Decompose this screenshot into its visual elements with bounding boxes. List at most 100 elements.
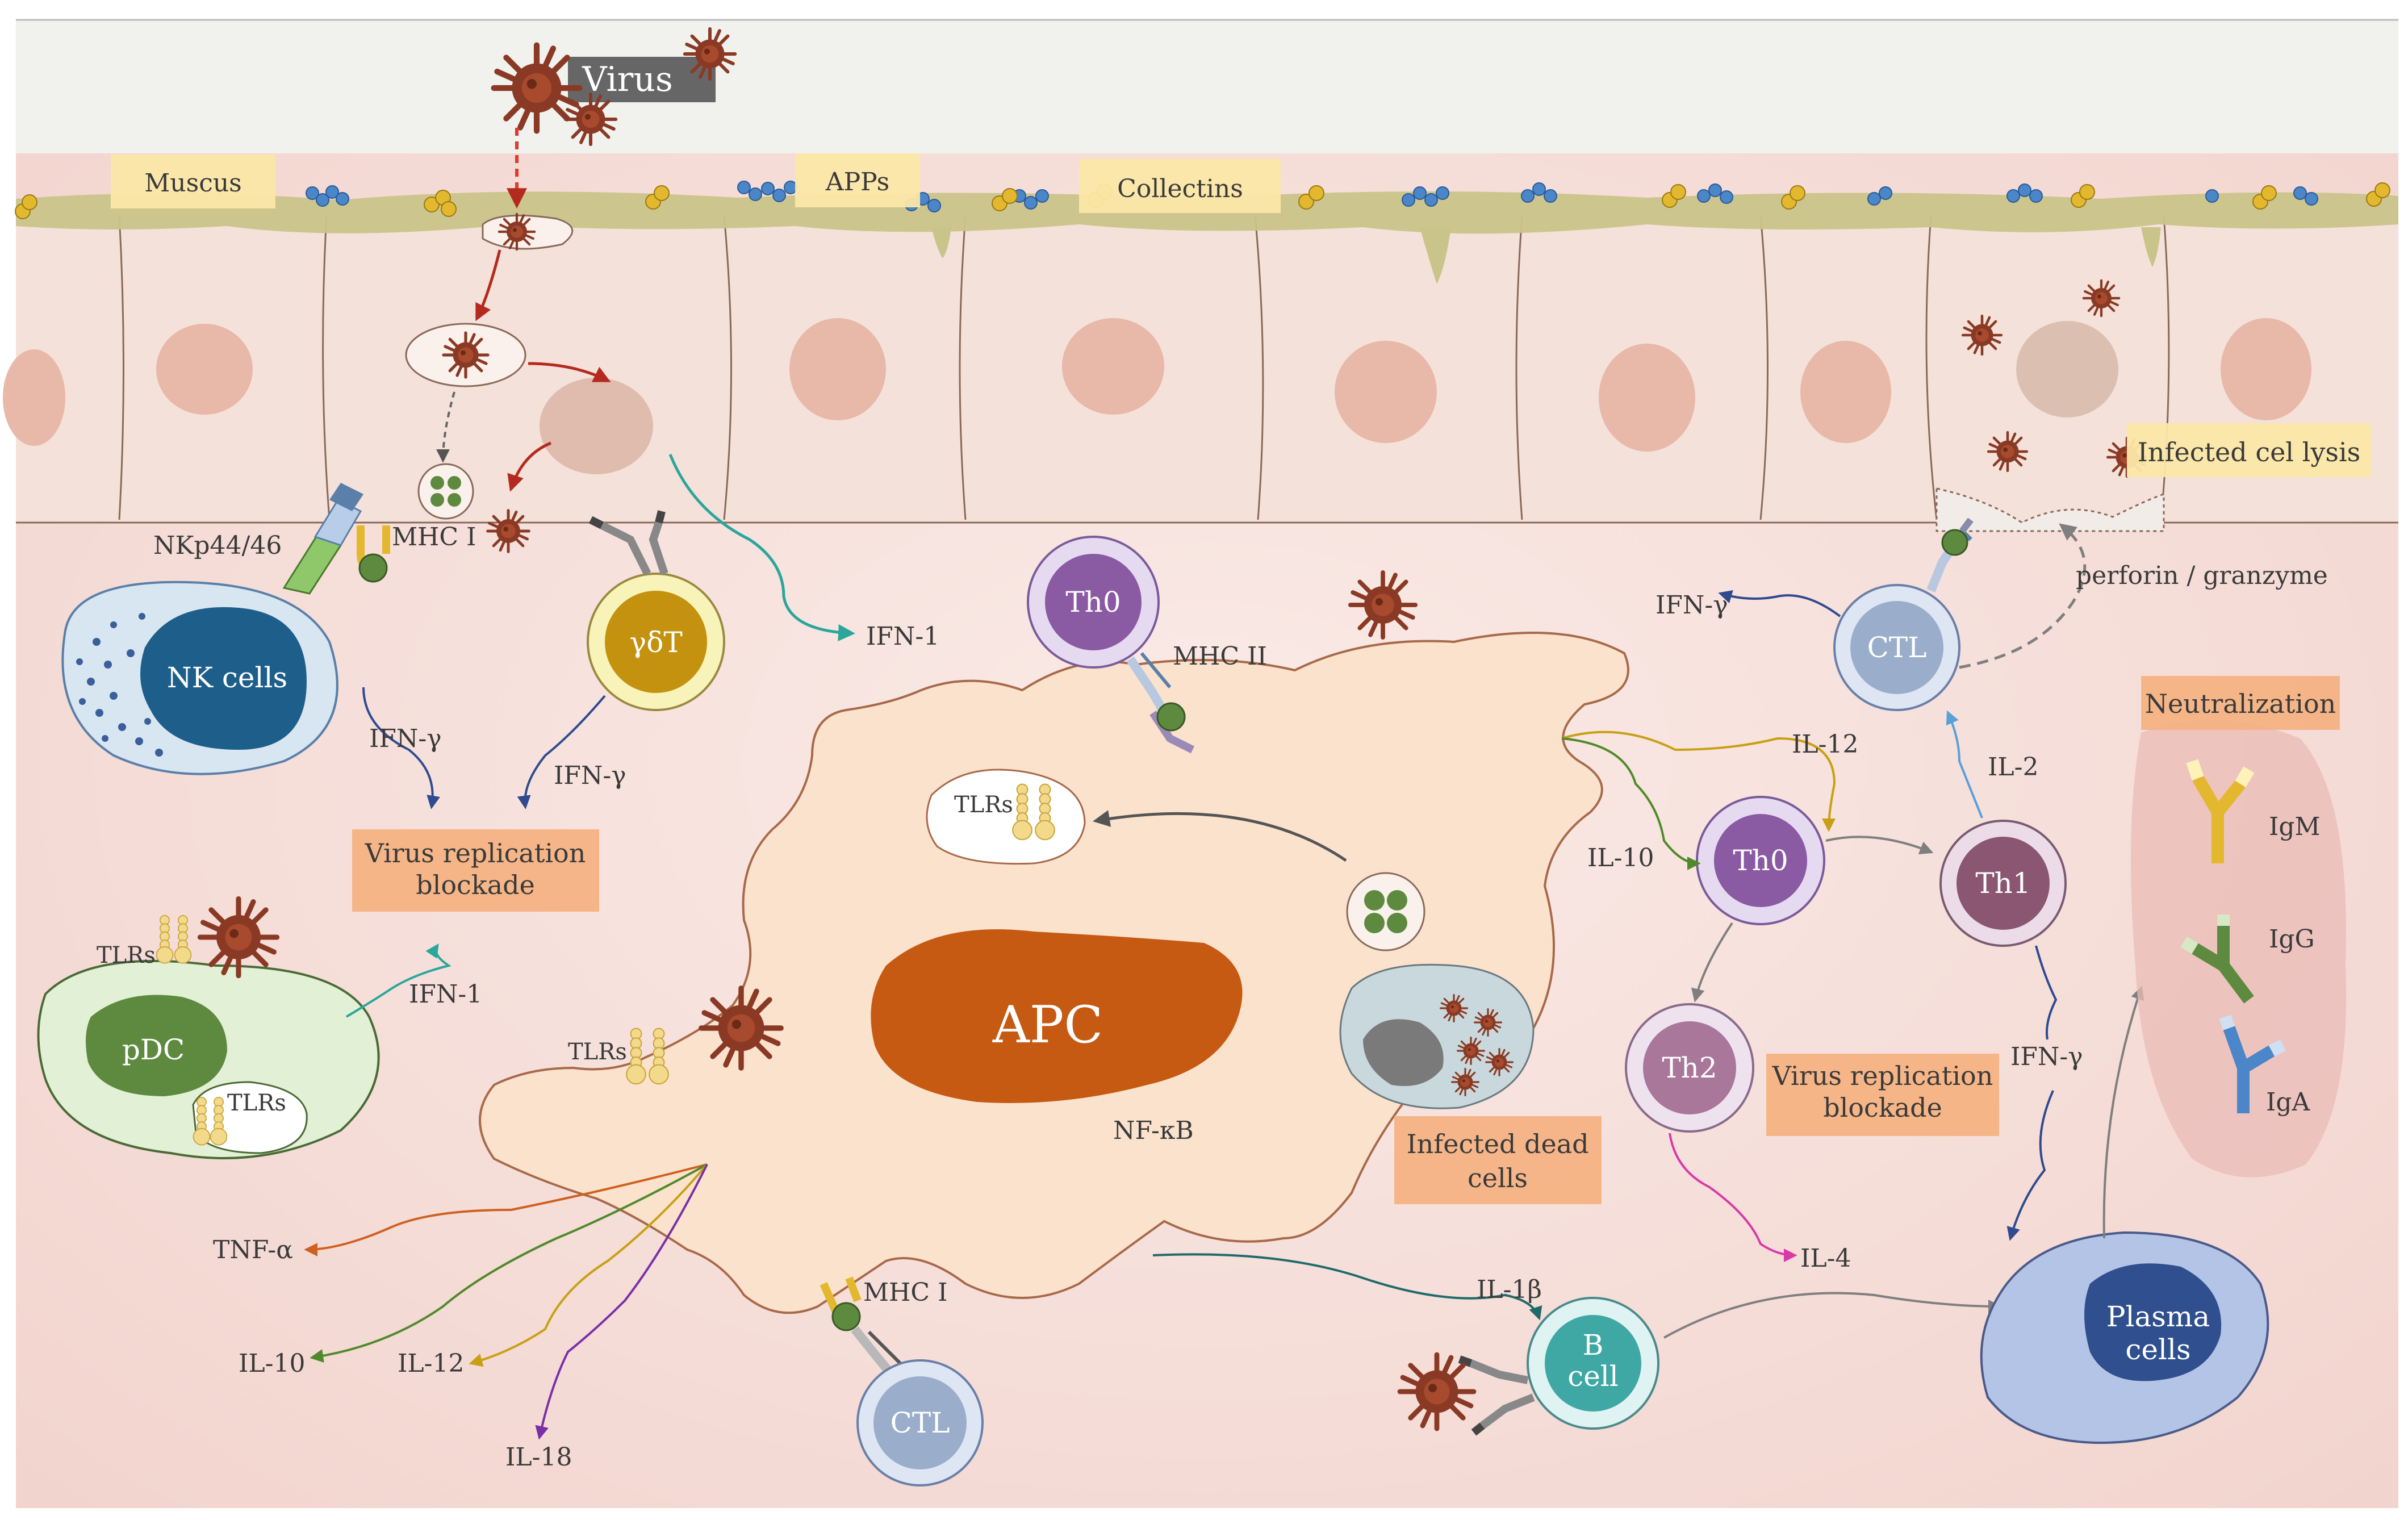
iga-antibody	[2219, 1014, 2286, 1113]
virus-icon	[1440, 994, 1468, 1022]
virus-block-left-line1: Virus replication	[365, 838, 586, 868]
virus-label-box	[568, 57, 716, 102]
tlrs-pdc-inner-label: TLRs	[227, 1090, 286, 1116]
virus-block-right-box: Virus replication blockade	[1766, 1054, 1999, 1136]
perforin-label: perforin / granzyme	[2076, 561, 2328, 590]
th2-label: Th2	[1662, 1051, 1717, 1084]
tlrs-apc-vesicle-label: TLRs	[954, 792, 1013, 818]
virus-label: Virus	[582, 60, 673, 99]
th2-cell: Th2	[1625, 1003, 1754, 1133]
virus-entry: Virus	[405, 29, 735, 552]
virus-block-left-line2: blockade	[416, 870, 535, 900]
epithelium-layer	[3, 204, 2398, 532]
nfkb-label: NF-κB	[1113, 1116, 1194, 1145]
il10-mid-label: IL-10	[1587, 843, 1654, 872]
mhc1-top-label: MHC I	[392, 523, 476, 552]
virus-icon	[1963, 316, 2001, 354]
virus-block-right-line2: blockade	[1823, 1092, 1942, 1123]
plasma-line1: Plasma	[2106, 1300, 2210, 1333]
igm-label: IgM	[2269, 812, 2321, 841]
virus-icon	[701, 988, 781, 1068]
nk-cell-label: NK cells	[167, 661, 287, 694]
apps-label: APPs	[825, 168, 889, 197]
igg-label: IgG	[2269, 925, 2315, 954]
th1-cell: Th1	[1939, 820, 2067, 947]
collectins	[15, 182, 2390, 219]
ifng-nk-label: IFN-γ	[369, 724, 442, 753]
infected-dead-line1: Infected dead	[1406, 1129, 1588, 1159]
pdc-label: pDC	[122, 1033, 185, 1066]
apps-label-box: APPs	[795, 153, 920, 207]
mhc2-label: MHC II	[1173, 642, 1267, 671]
ifn1-epithelium-label: IFN-1	[866, 622, 939, 651]
il18-label: IL-18	[505, 1443, 572, 1472]
b-cell-line2: cell	[1567, 1360, 1619, 1393]
collectins-label: Collectins	[1117, 174, 1243, 203]
virus-icon	[499, 214, 534, 249]
b-cell-line1: B	[1583, 1329, 1604, 1362]
ifn1-pdc-label: IFN-1	[409, 980, 482, 1009]
virus-icon	[1474, 1008, 1502, 1037]
th0-top-cell: Th0 MHC II	[1027, 536, 1267, 754]
ifng-gdt-label: IFN-γ	[554, 761, 626, 790]
collectins-label-box: Collectins	[1079, 159, 1281, 213]
th0-mid-label: Th0	[1733, 844, 1788, 877]
il10-bottom-label: IL-10	[239, 1349, 305, 1378]
plasma-line2: cells	[2125, 1333, 2190, 1366]
igg-antibody	[2180, 914, 2254, 1004]
gdt-cell: γδT	[587, 510, 725, 711]
apc-label: APC	[992, 995, 1103, 1055]
gdt-cell-label: γδT	[629, 626, 682, 659]
il12-top-label: IL-12	[1792, 730, 1858, 759]
virus-icon	[566, 94, 616, 144]
virus-icon	[1400, 1355, 1474, 1429]
virus-icon	[685, 29, 735, 79]
mhc1-top: MHC I	[357, 523, 476, 583]
pdc-cell: pDC TLRs TLRs	[37, 899, 380, 1159]
virus-icon	[1988, 432, 2027, 471]
tlrs-apc-surface-label: TLRs	[568, 1039, 627, 1065]
nk-cell: NK cells	[61, 483, 363, 775]
il1b-label: IL-1β	[1477, 1275, 1542, 1304]
apps-beads	[306, 181, 2318, 212]
nkp-label: NKp44/46	[153, 531, 282, 560]
ctl-top-label: CTL	[1867, 631, 1927, 664]
ifng-ctl-label: IFN-γ	[1656, 591, 1728, 620]
ifng-th1-label: IFN-γ	[2010, 1042, 2083, 1071]
neutralization-region: Neutralization IgM IgG IgA	[2131, 676, 2347, 1177]
lysed-cell-nucleus	[2016, 321, 2118, 417]
virus-block-left-box: Virus replication blockade	[352, 829, 599, 912]
virus-icon	[444, 333, 488, 377]
apc-cell: APC NF-κB TLRs TLRs	[479, 632, 1629, 1314]
infected-cell-nucleus	[540, 378, 653, 474]
il4-label: IL-4	[1800, 1244, 1851, 1273]
virus-icon	[1351, 573, 1415, 637]
il12-bottom-label: IL-12	[398, 1349, 464, 1378]
virus-icon	[200, 899, 277, 975]
ctl-bottom-cell: MHC I CTL	[820, 1276, 984, 1486]
mucus-label: Muscus	[144, 169, 242, 198]
th0-mid-cell: Th0	[1696, 796, 1825, 925]
nucleus	[3, 318, 2311, 452]
virus-icon	[1451, 1068, 1479, 1096]
th0-top-label: Th0	[1065, 586, 1121, 619]
infected-dead-line2: cells	[1468, 1163, 1528, 1193]
virus-icon	[1457, 1037, 1485, 1065]
infected-dead-box: Infected dead cells	[1394, 1116, 1602, 1204]
ctl-bottom-label: CTL	[891, 1406, 950, 1439]
infected-lysis-box: Infected cel lysis	[2127, 423, 2371, 477]
iga-label: IgA	[2266, 1088, 2311, 1117]
lumen-region	[16, 20, 2398, 153]
mucus-label-box: Muscus	[111, 154, 275, 208]
il2-label: IL-2	[1988, 753, 2038, 782]
b-cell: B cell	[1400, 1297, 1659, 1436]
igm-antibody	[2186, 759, 2255, 863]
virus-block-right-line1: Virus replication	[1772, 1060, 1993, 1091]
infected-lysis-label: Infected cel lysis	[2138, 437, 2361, 467]
neutralization-label: Neutralization	[2145, 688, 2336, 719]
virus-icon	[2084, 281, 2119, 316]
tlrs-pdc-top-label: TLRs	[97, 942, 156, 968]
tnfa-label: TNF-α	[213, 1235, 293, 1264]
ctl-top-cell: CTL	[1833, 517, 1974, 711]
